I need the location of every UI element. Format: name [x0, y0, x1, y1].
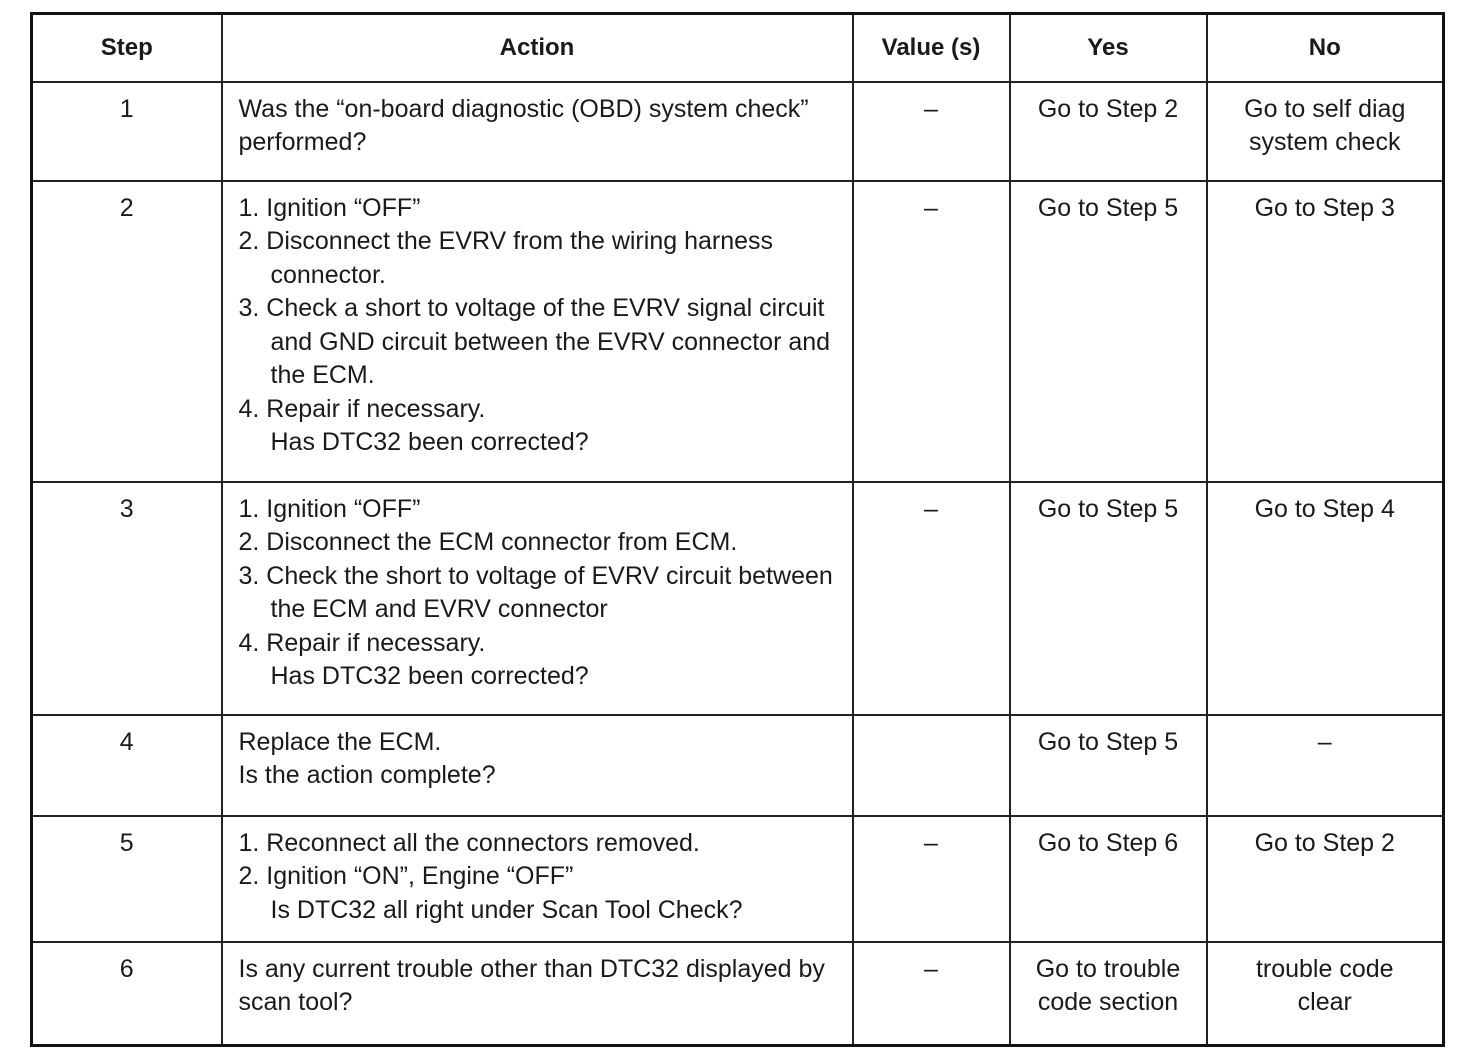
action-step: 1. Ignition “OFF” — [238, 193, 421, 222]
table-row: 3 1. Ignition “OFF” 2. Disconnect the EC… — [30, 480, 1445, 716]
action-step: 2. Ignition “ON”, Engine “OFF” — [238, 862, 574, 890]
action-question: Has DTC32 been corrected? — [270, 662, 589, 690]
header-value: Value (s) — [851, 12, 1011, 83]
action-cell: 1. Reconnect all the connectors removed.… — [220, 814, 854, 943]
yes-cell: Go to Step 2 — [1008, 80, 1208, 182]
table-row: 5 1. Reconnect all the connectors remove… — [30, 814, 1445, 943]
action-question: Has DTC32 been corrected? — [270, 428, 589, 456]
step-number: 2 — [30, 179, 223, 483]
action-cell: 1. Ignition “OFF” 2. Disconnect the ECM … — [220, 480, 854, 716]
no-cell: trouble code clear — [1205, 940, 1445, 1047]
header-step: Step — [30, 12, 223, 83]
yes-line: code section — [1037, 988, 1179, 1016]
header-yes: Yes — [1008, 12, 1208, 83]
diagnostic-table: Step Action Value (s) Yes No 1 Was the “… — [30, 12, 1445, 1047]
value-cell: – — [851, 480, 1011, 716]
step-number: 3 — [30, 480, 223, 716]
header-action: Action — [220, 12, 854, 83]
action-cell: Is any current trouble other than DTC32 … — [220, 940, 854, 1047]
value-cell: – — [851, 940, 1011, 1047]
no-cell: Go to self diag system check — [1205, 80, 1445, 182]
action-question: Is DTC32 all right under Scan Tool Check… — [270, 895, 743, 924]
value-cell: – — [851, 814, 1011, 943]
action-cell: Replace the ECM. Is the action complete? — [220, 713, 854, 817]
no-line: Go to self diag — [1244, 94, 1406, 123]
value-cell: – — [851, 179, 1011, 483]
action-cell: 1. Ignition “OFF” 2. Disconnect the EVRV… — [220, 179, 854, 483]
value-cell: – — [851, 80, 1011, 182]
action-step: 1. Ignition “OFF” — [238, 494, 421, 523]
action-line: Replace the ECM. — [238, 727, 442, 756]
action-steps: 1. Ignition “OFF” 2. Disconnect the ECM … — [239, 493, 846, 661]
no-line: trouble code — [1255, 954, 1394, 983]
step-number: 6 — [30, 940, 223, 1047]
step-number: 1 — [30, 80, 223, 182]
action-step: 4. Repair if necessary. — [238, 394, 486, 423]
step-number: 4 — [30, 713, 223, 817]
action-step: 4. Repair if necessary. — [238, 628, 486, 657]
table-row: 4 Replace the ECM. Is the action complet… — [30, 713, 1445, 817]
action-step: 2. Disconnect the ECM connector from ECM… — [238, 528, 738, 556]
no-cell: Go to Step 2 — [1205, 814, 1445, 943]
yes-cell: Go to Step 5 — [1008, 179, 1208, 483]
no-line: system check — [1249, 128, 1401, 156]
table-row: 1 Was the “on-board diagnostic (OBD) sys… — [30, 80, 1445, 182]
action-step: 1. Reconnect all the connectors removed. — [238, 828, 700, 857]
yes-cell: Go to trouble code section — [1008, 940, 1208, 1047]
no-cell: Go to Step 3 — [1205, 179, 1445, 483]
no-cell: – — [1205, 713, 1445, 817]
action-line: Is the action complete? — [238, 761, 496, 789]
action-steps: 1. Ignition “OFF” 2. Disconnect the EVRV… — [239, 192, 846, 427]
yes-cell: Go to Step 5 — [1008, 480, 1208, 716]
yes-line: Go to trouble — [1035, 954, 1181, 983]
no-line: clear — [1297, 988, 1352, 1016]
header-row: Step Action Value (s) Yes No — [30, 12, 1445, 83]
value-cell — [851, 713, 1011, 817]
yes-cell: Go to Step 6 — [1008, 814, 1208, 943]
table-row: 2 1. Ignition “OFF” 2. Disconnect the EV… — [30, 179, 1445, 483]
table-row: 6 Is any current trouble other than DTC3… — [30, 940, 1445, 1047]
action-steps: 1. Reconnect all the connectors removed.… — [239, 827, 846, 894]
step-number: 5 — [30, 814, 223, 943]
action-step: 3. Check the short to voltage of EVRV ci… — [238, 561, 833, 624]
no-cell: Go to Step 4 — [1205, 480, 1445, 716]
yes-cell: Go to Step 5 — [1008, 713, 1208, 817]
header-no: No — [1205, 12, 1445, 83]
action-step: 2. Disconnect the EVRV from the wiring h… — [238, 227, 774, 289]
action-cell: Was the “on-board diagnostic (OBD) syste… — [220, 80, 854, 182]
action-step: 3. Check a short to voltage of the EVRV … — [238, 294, 831, 389]
